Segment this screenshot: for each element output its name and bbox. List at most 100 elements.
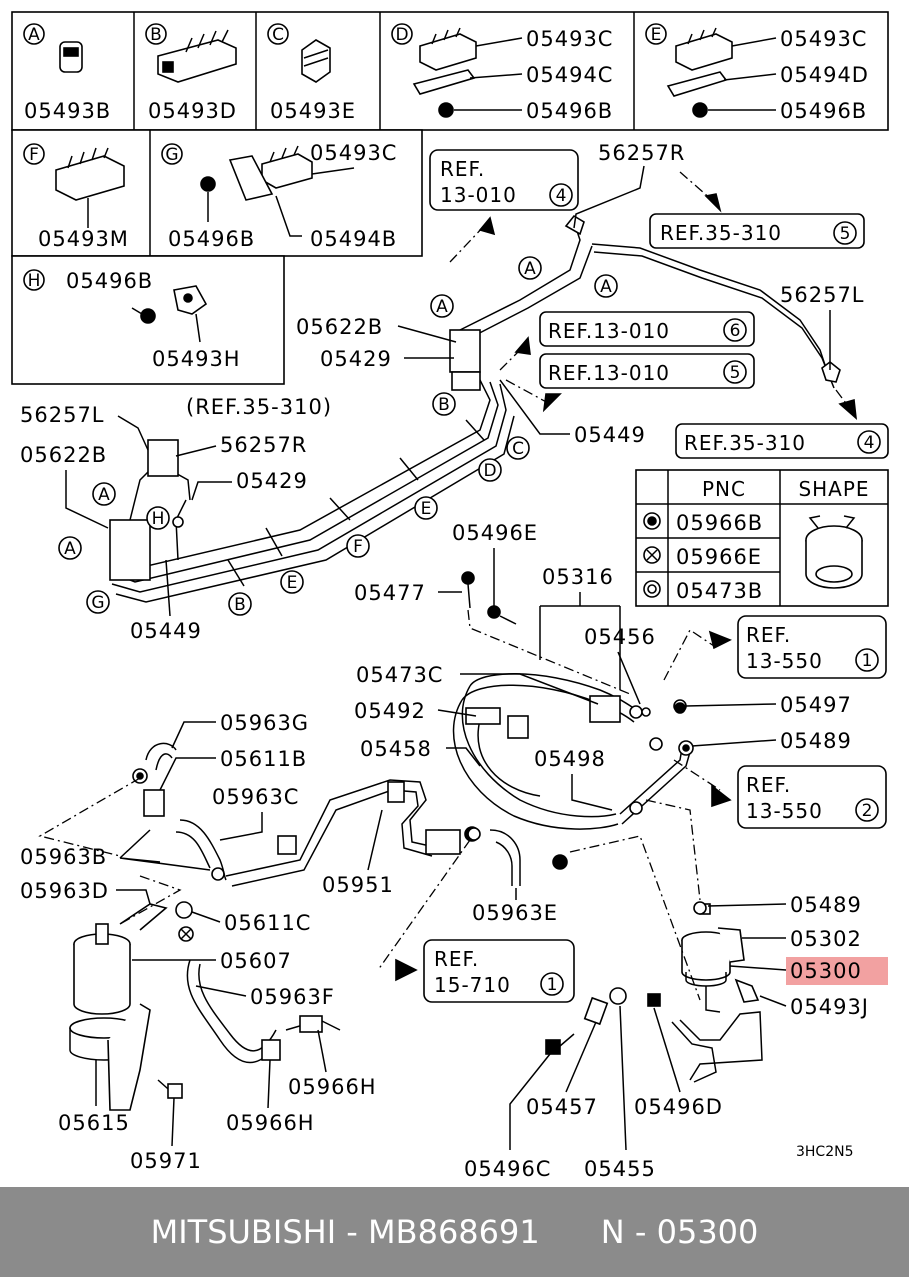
- legend-box-b: B 05493D: [145, 23, 237, 123]
- svg-text:13-010: 13-010: [440, 183, 517, 207]
- bolt-icon: [692, 102, 708, 118]
- svg-text:05302: 05302: [790, 927, 862, 951]
- connector-icon: [589, 695, 621, 723]
- part-label: 05496B: [66, 269, 153, 293]
- junction-block-icon: [109, 519, 151, 581]
- svg-text:A: A: [436, 297, 448, 317]
- hose-clamp-shape-icon: [805, 515, 863, 589]
- svg-text:05477: 05477: [354, 581, 426, 605]
- svg-text:05493J: 05493J: [790, 995, 869, 1019]
- svg-text:REF.13-010: REF.13-010: [548, 361, 670, 385]
- svg-text:05611C: 05611C: [224, 911, 311, 935]
- svg-text:4: 4: [864, 433, 875, 453]
- legend-box-h: H 05496B 05493H: [23, 269, 241, 371]
- svg-text:05963G: 05963G: [220, 711, 309, 735]
- left-hoses: [132, 742, 521, 1064]
- box-letter: C: [272, 25, 284, 45]
- ref-box-13-550-2: REF. 13-550 2: [711, 765, 887, 829]
- legend-box-a: A 05493B: [23, 23, 111, 123]
- connector-icon: [147, 439, 179, 477]
- parts-diagram: A 05493B B 05493D C 05493E D 05493C 0549…: [11, 11, 889, 1181]
- footer-part-number: MB868691: [368, 1213, 540, 1251]
- svg-text:05489: 05489: [780, 729, 852, 753]
- arrow-icon: [704, 193, 722, 213]
- bolt-icon: [200, 176, 216, 192]
- legend-box-c: C 05493E: [267, 23, 355, 123]
- clamp-part-icon: [675, 33, 733, 71]
- part-label: 05622B: [296, 315, 383, 339]
- part-label: 05493H: [152, 347, 241, 371]
- ref-box-15-710-1: REF. 15-710 1: [395, 939, 575, 1003]
- svg-text:A: A: [524, 259, 536, 279]
- svg-text:05951: 05951: [322, 873, 394, 897]
- box-letter: B: [150, 25, 162, 45]
- purge-solenoid-valve-icon: [671, 903, 763, 1083]
- junction-block-icon: [449, 329, 481, 373]
- svg-text:H: H: [152, 509, 165, 529]
- svg-text:05607: 05607: [220, 949, 292, 973]
- svg-text:05496D: 05496D: [634, 1095, 723, 1119]
- part-label: 05494D: [780, 63, 869, 87]
- svg-text:05316: 05316: [542, 565, 614, 589]
- svg-text:05458: 05458: [360, 737, 432, 761]
- upper-labels: 56257R 56257L 05622B 05429 05449 56257L …: [20, 141, 864, 643]
- svg-text:05473B: 05473B: [676, 579, 763, 603]
- ref-box-13-550-1: REF. 13-550 1: [708, 615, 887, 679]
- clip-part-icon: [157, 39, 237, 83]
- ref-box-35-310-4: REF.35-310 4: [675, 389, 889, 459]
- svg-text:13-550: 13-550: [746, 649, 823, 673]
- box-letter: A: [28, 25, 40, 45]
- arrow-icon: [838, 398, 858, 420]
- svg-text:13-550: 13-550: [746, 799, 823, 823]
- svg-text:REF.13-010: REF.13-010: [548, 319, 670, 343]
- bolt-icon: [438, 102, 454, 118]
- legend-box-f: F 05493M: [23, 143, 129, 251]
- svg-text:05966E: 05966E: [676, 545, 762, 569]
- part-label: 05449: [574, 423, 646, 447]
- svg-text:4: 4: [556, 186, 567, 206]
- footer-pnc: N - 05300: [600, 1213, 759, 1251]
- svg-text:A: A: [600, 277, 612, 297]
- part-label: 05493C: [310, 141, 397, 165]
- part-label: 05494B: [310, 227, 397, 251]
- svg-text:F: F: [353, 537, 363, 557]
- svg-text:05966H: 05966H: [288, 1075, 377, 1099]
- part-label: 05493C: [526, 27, 613, 51]
- svg-text:SHAPE: SHAPE: [798, 477, 869, 501]
- svg-text:05966B: 05966B: [676, 511, 763, 535]
- svg-text:1: 1: [547, 975, 558, 995]
- footer-separator: -: [336, 1213, 369, 1251]
- bracket-part-icon: [228, 155, 274, 201]
- part-label: (REF.35-310): [186, 395, 332, 419]
- clip-part-icon: [59, 41, 83, 73]
- svg-text:05963F: 05963F: [250, 985, 335, 1009]
- svg-text:05966H: 05966H: [226, 1111, 315, 1135]
- svg-text:05455: 05455: [584, 1157, 656, 1181]
- legend-box-e: E 05493C 05494D 05496B: [645, 23, 869, 123]
- svg-text:05615: 05615: [58, 1111, 130, 1135]
- svg-text:05496C: 05496C: [464, 1157, 551, 1181]
- part-label: 05496B: [168, 227, 255, 251]
- figure-code: 3HC2N5: [796, 1144, 854, 1160]
- legend-grid: [11, 11, 889, 385]
- legend-box-d: D 05493C 05494C 05496B: [391, 23, 613, 123]
- part-label: 05496B: [780, 99, 867, 123]
- part-label: 05496B: [526, 99, 613, 123]
- part-label: 05493M: [38, 227, 129, 251]
- vapor-hoses: [452, 673, 694, 870]
- part-label: 05494C: [526, 63, 613, 87]
- part-label: 05449: [130, 619, 202, 643]
- part-label: 05493B: [24, 99, 111, 123]
- arrow-icon: [395, 958, 418, 982]
- box-letter: D: [395, 25, 408, 45]
- ref-box-13-010-6: REF.13-010 6: [499, 311, 755, 371]
- ref-box-13-010-4: REF. 13-010 4: [429, 149, 579, 263]
- svg-text:REF.: REF.: [434, 947, 479, 971]
- svg-text:REF.: REF.: [746, 773, 791, 797]
- part-label: 05429: [320, 347, 392, 371]
- svg-text:05611B: 05611B: [220, 747, 307, 771]
- clamp-part-icon: [419, 33, 477, 71]
- svg-text:05456: 05456: [584, 625, 656, 649]
- lower-fasteners: [461, 571, 707, 1055]
- arrow-icon: [478, 216, 496, 236]
